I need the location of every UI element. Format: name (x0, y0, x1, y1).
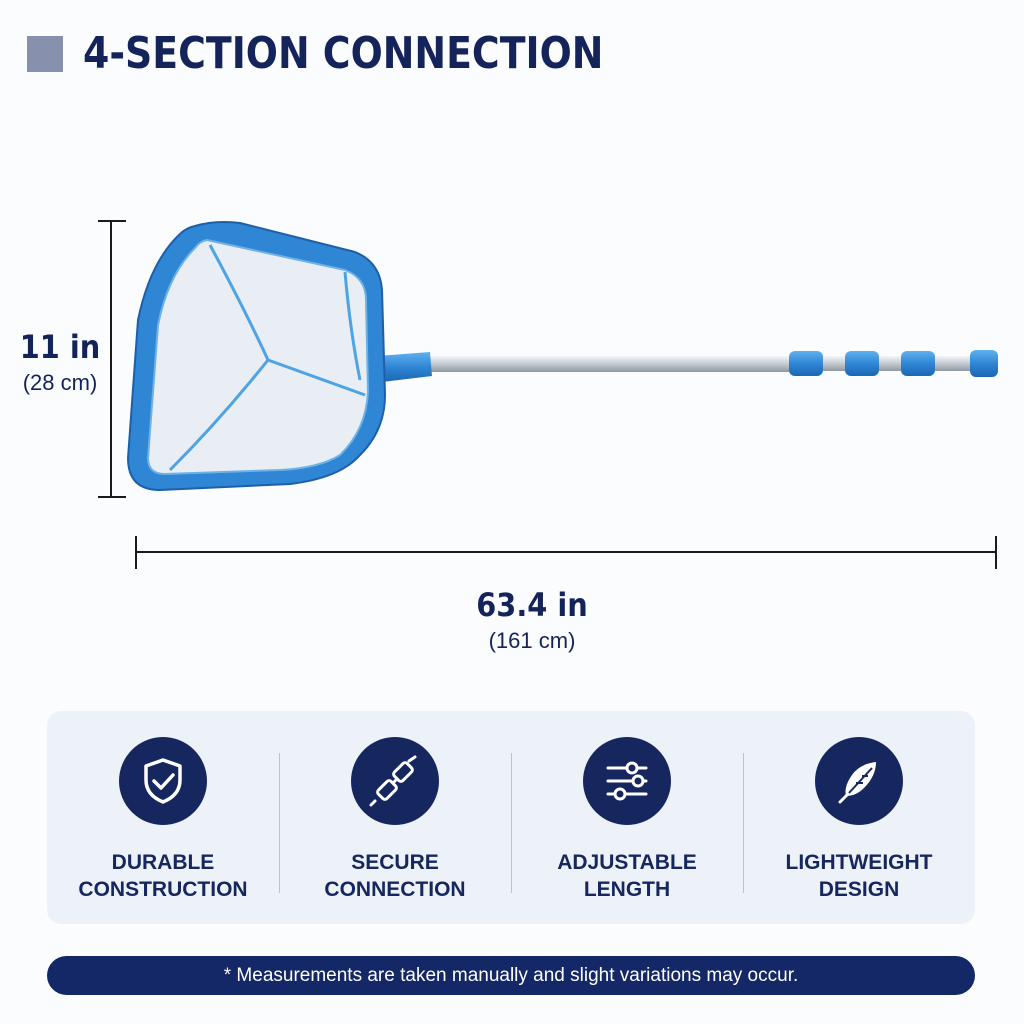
height-imperial: 11 in (19, 328, 101, 366)
page-title: 4-SECTION CONNECTION (83, 28, 604, 79)
feather-icon (815, 737, 903, 825)
shield-check-icon (119, 737, 207, 825)
height-dimension-label: 11 in (28 cm) (10, 328, 110, 396)
pole-connector-2 (845, 351, 879, 376)
feature-adjustable-length: ADJUSTABLE LENGTH (511, 711, 743, 924)
feature-label-line1: ADJUSTABLE (557, 851, 697, 874)
feature-label: DURABLE CONSTRUCTION (78, 849, 247, 903)
disclaimer-banner: * Measurements are taken manually and sl… (47, 956, 975, 995)
header-square-icon (27, 35, 63, 72)
height-dimension-line (98, 220, 126, 498)
disclaimer-text: * Measurements are taken manually and sl… (223, 964, 799, 986)
length-dimension-line (135, 536, 997, 569)
pole-connector-3 (901, 351, 935, 376)
feature-label: ADJUSTABLE LENGTH (557, 849, 697, 903)
header: 4-SECTION CONNECTION (27, 28, 688, 79)
feature-label-line2: LENGTH (583, 878, 671, 901)
feature-label-line2: DESIGN (818, 878, 900, 901)
feature-label-line1: DURABLE (111, 851, 215, 874)
skimmer-net-head (126, 221, 432, 492)
length-imperial: 63.4 in (476, 586, 588, 624)
feature-durable-construction: DURABLE CONSTRUCTION (47, 711, 279, 924)
feature-label: LIGHTWEIGHT DESIGN (786, 849, 933, 903)
feature-secure-connection: SECURE CONNECTION (279, 711, 511, 924)
feature-label-line1: SECURE (351, 851, 439, 874)
feature-label-line2: CONNECTION (324, 878, 466, 901)
pole-end-cap (970, 350, 998, 377)
pole-connector-1 (789, 351, 823, 376)
features-panel: DURABLE CONSTRUCTION SECURE CONNECTION (47, 711, 975, 924)
height-metric: (28 cm) (22, 370, 98, 395)
length-dimension-label: 63.4 in (161 cm) (432, 586, 632, 654)
feature-label-line1: LIGHTWEIGHT (785, 851, 933, 874)
feature-label-line2: CONSTRUCTION (78, 878, 248, 901)
feature-label: SECURE CONNECTION (324, 849, 465, 903)
feature-lightweight-design: LIGHTWEIGHT DESIGN (743, 711, 975, 924)
length-metric: (161 cm) (488, 628, 576, 653)
connector-icon (351, 737, 439, 825)
telescopic-pole (425, 350, 998, 377)
sliders-icon (583, 737, 671, 825)
